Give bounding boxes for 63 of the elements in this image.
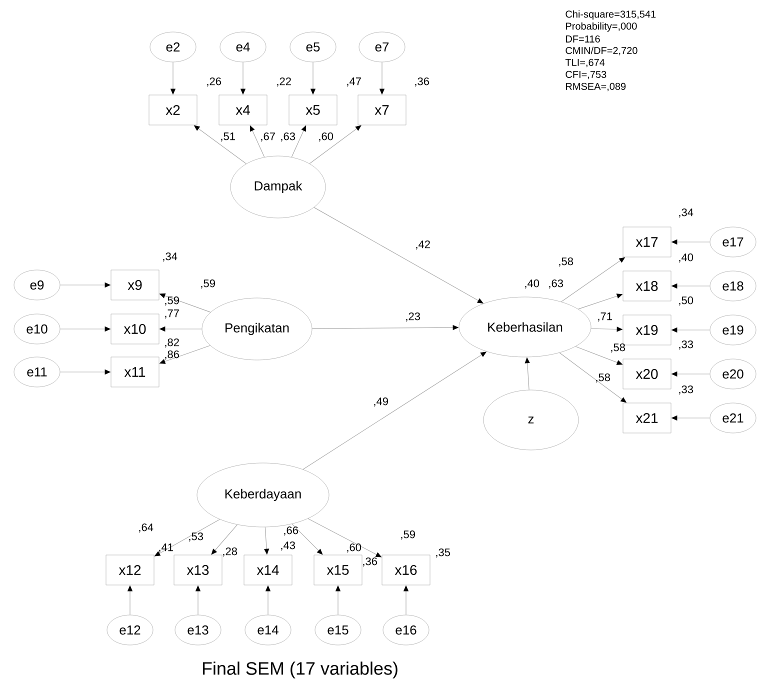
variable-box: x14 (244, 554, 292, 586)
coefficient-label: ,58 (611, 343, 625, 353)
coefficient-label: ,63 (549, 279, 563, 289)
caption: Final SEM (17 variables) (202, 662, 398, 678)
fit-statistic: RMSEA=,089 (566, 82, 626, 92)
coefficient-label: ,60 (319, 132, 334, 142)
fit-statistic: CFI=,753 (566, 70, 606, 80)
variable-box: x4 (218, 94, 268, 126)
variable-box: x18 (622, 270, 672, 302)
fit-statistic: DF=116 (566, 35, 600, 43)
coefficient-label: ,71 (598, 312, 612, 322)
variable-box: x10 (110, 314, 160, 344)
variable-box: x7 (358, 94, 406, 126)
coefficient-label: ,26 (207, 77, 221, 87)
coefficient-label: ,50 (679, 296, 694, 306)
coefficient-label: ,58 (559, 257, 573, 267)
arrow (292, 524, 323, 555)
coefficient-label: ,59 (165, 296, 179, 306)
coefficient-label: ,51 (221, 132, 235, 142)
variable-box: x2 (148, 94, 198, 126)
coefficient-label: ,47 (347, 78, 361, 86)
coefficient-label: ,40 (679, 253, 694, 263)
coefficient-label: ,59 (401, 530, 415, 540)
variable-box: x5 (288, 94, 338, 126)
coefficient-label: ,42 (416, 240, 430, 250)
variable-box: x20 (622, 358, 672, 390)
fit-statistic: TLI=,674 (565, 58, 605, 68)
coefficient-label: ,23 (406, 312, 420, 322)
coefficient-label: ,86 (165, 350, 179, 360)
coefficient-label: ,49 (374, 397, 388, 407)
coefficient-label: ,36 (415, 77, 429, 87)
coefficient-label: ,82 (165, 338, 179, 348)
variable-box: x9 (110, 270, 160, 300)
coefficient-label: ,22 (277, 77, 291, 87)
variable-box: x13 (174, 554, 222, 586)
coefficient-label: ,58 (596, 373, 610, 383)
coefficient-label: ,67 (261, 132, 275, 142)
coefficient-label: ,34 (163, 252, 178, 262)
variable-box: x21 (622, 402, 672, 434)
coefficient-label: ,43 (281, 541, 295, 551)
coefficient-label: ,63 (281, 132, 295, 142)
arrow (309, 125, 362, 164)
coefficient-label: ,41 (159, 544, 173, 552)
coefficient-label: ,66 (284, 526, 298, 536)
variable-box: x15 (314, 554, 362, 586)
fit-statistic: Chi-square=315,541 (566, 10, 656, 20)
variable-box: x16 (382, 554, 430, 586)
variable-box: x11 (110, 356, 160, 388)
variable-box: x12 (106, 554, 154, 586)
arrow (314, 207, 484, 304)
fit-statistic: CMIN/DF=2,720 (566, 46, 638, 56)
coefficient-label: ,33 (679, 340, 693, 350)
coefficient-label: ,53 (189, 532, 203, 542)
coefficient-label: ,35 (436, 548, 450, 558)
fit-statistic: Probability=,000 (566, 22, 637, 32)
coefficient-label: ,77 (165, 310, 179, 318)
coefficient-label: ,64 (139, 523, 154, 533)
coefficient-label: ,33 (679, 385, 693, 395)
coefficient-label: ,36 (363, 557, 377, 567)
coefficient-label: ,60 (347, 543, 362, 553)
coefficient-label: ,34 (679, 208, 694, 218)
coefficient-label: ,28 (223, 547, 237, 557)
variable-box: x17 (622, 226, 672, 258)
